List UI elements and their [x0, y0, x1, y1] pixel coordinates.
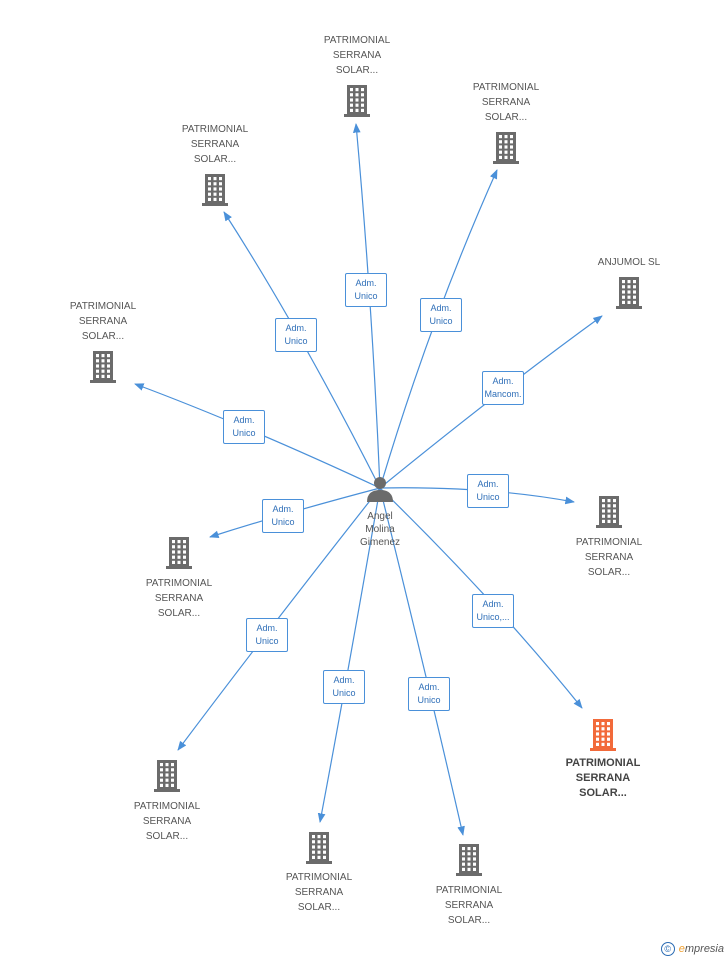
role-line: Unico: [332, 688, 356, 698]
company-name-line: PATRIMONIAL: [575, 537, 643, 548]
edge-10: [379, 487, 465, 836]
company-name-label[interactable]: PATRIMONIAL SERRANA SOLAR...: [102, 799, 232, 844]
company-name-line: SOLAR...: [447, 915, 491, 926]
copyright-icon: ©: [660, 942, 675, 956]
company-name-label[interactable]: PATRIMONIAL SERRANA SOLAR...: [292, 33, 422, 78]
company-name-line: PATRIMONIAL: [69, 301, 137, 312]
role-line: Adm.: [430, 303, 452, 313]
person-icon[interactable]: [367, 477, 393, 502]
company-name-line: PATRIMONIAL: [472, 82, 540, 93]
company-name-label[interactable]: ANJUMOL SL: [564, 255, 694, 270]
role-line: Unico: [255, 636, 279, 646]
role-line: Unico: [429, 316, 453, 326]
role-label[interactable]: Adm. Unico: [467, 474, 509, 508]
company-name-label[interactable]: PATRIMONIAL SERRANA SOLAR...: [544, 535, 674, 580]
company-name-label[interactable]: PATRIMONIAL SERRANA SOLAR...: [150, 122, 280, 167]
company-name-line: PATRIMONIAL: [565, 757, 641, 769]
company-name-line: PATRIMONIAL: [145, 578, 213, 589]
company-name-label[interactable]: PATRIMONIAL SERRANA SOLAR...: [254, 870, 384, 915]
company-name-line: SERRANA: [481, 97, 531, 108]
company-name-label[interactable]: PATRIMONIAL SERRANA SOLAR...: [538, 756, 668, 801]
company-name-line: SERRANA: [584, 552, 634, 563]
building-icon[interactable]: [154, 760, 180, 792]
company-name-line: SOLAR...: [579, 787, 627, 799]
building-icon[interactable]: [616, 277, 642, 309]
company-name-line: SOLAR...: [145, 831, 189, 842]
building-icon[interactable]: [596, 496, 622, 528]
role-line: Adm.: [482, 599, 504, 609]
company-name-line: SOLAR...: [297, 902, 341, 913]
building-icon[interactable]: [344, 85, 370, 117]
company-name-line: SERRANA: [190, 139, 240, 150]
company-name-label[interactable]: PATRIMONIAL SERRANA SOLAR...: [114, 576, 244, 621]
building-icon[interactable]: [306, 832, 332, 864]
company-name-label[interactable]: PATRIMONIAL SERRANA SOLAR...: [404, 883, 534, 928]
role-line: Unico,...: [476, 612, 510, 622]
role-line: Unico: [354, 291, 378, 301]
role-label[interactable]: Adm. Unico: [223, 410, 265, 444]
company-name-line: PATRIMONIAL: [323, 35, 391, 46]
company-name-line: SERRANA: [444, 900, 494, 911]
building-icon[interactable]: [90, 351, 116, 383]
company-name-line: PATRIMONIAL: [181, 124, 249, 135]
role-label[interactable]: Adm. Unico: [323, 670, 365, 704]
role-label[interactable]: Adm. Mancom.: [482, 371, 524, 405]
company-name-line: SOLAR...: [335, 65, 379, 76]
role-label[interactable]: Adm. Unico: [262, 499, 304, 533]
person-name-line: Molina: [365, 524, 395, 535]
role-line: Mancom.: [484, 389, 522, 399]
company-name-line: ANJUMOL SL: [597, 257, 661, 268]
role-label[interactable]: Adm. Unico: [246, 618, 288, 652]
footer-brand: © empresia: [660, 942, 724, 956]
company-name-line: SOLAR...: [157, 608, 201, 619]
company-name-line: SOLAR...: [81, 331, 125, 342]
brand-logo[interactable]: empresia: [678, 943, 724, 955]
company-name-line: SERRANA: [78, 316, 128, 327]
role-line: Adm.: [256, 623, 278, 633]
company-name-line: SOLAR...: [193, 154, 237, 165]
person-name-line: Gimenez: [359, 537, 400, 548]
role-label[interactable]: Adm. Unico,...: [472, 594, 514, 628]
role-line: Adm.: [285, 323, 307, 333]
role-label[interactable]: Adm. Unico: [345, 273, 387, 307]
company-name-line: SERRANA: [332, 50, 382, 61]
role-line: Unico: [417, 695, 441, 705]
building-icon[interactable]: [456, 844, 482, 876]
company-name-line: SOLAR...: [587, 567, 631, 578]
role-line: Adm.: [418, 682, 440, 692]
company-name-line: SOLAR...: [484, 112, 528, 123]
role-label[interactable]: Adm. Unico: [420, 298, 462, 332]
role-label[interactable]: Adm. Unico: [275, 318, 317, 352]
company-name-label[interactable]: PATRIMONIAL SERRANA SOLAR...: [38, 299, 168, 344]
role-line: Unico: [476, 492, 500, 502]
role-line: Adm.: [272, 504, 294, 514]
company-name-line: SERRANA: [294, 887, 344, 898]
role-line: Adm.: [233, 415, 255, 425]
company-name-line: PATRIMONIAL: [133, 801, 201, 812]
role-line: Unico: [271, 517, 295, 527]
company-name-label[interactable]: PATRIMONIAL SERRANA SOLAR...: [441, 80, 571, 125]
building-icon[interactable]: [590, 719, 616, 751]
role-line: Unico: [284, 336, 308, 346]
role-line: Adm.: [355, 278, 377, 288]
building-icon[interactable]: [493, 132, 519, 164]
role-label[interactable]: Adm. Unico: [408, 677, 450, 711]
company-name-line: SERRANA: [142, 816, 192, 827]
person-name-line: Angel: [367, 511, 393, 522]
company-name-line: PATRIMONIAL: [435, 885, 503, 896]
role-line: Adm.: [492, 376, 514, 386]
building-icon[interactable]: [166, 537, 192, 569]
role-line: Adm.: [477, 479, 499, 489]
company-name-line: SERRANA: [575, 772, 631, 784]
company-name-line: PATRIMONIAL: [285, 872, 353, 883]
building-icon[interactable]: [202, 174, 228, 206]
role-line: Adm.: [333, 675, 355, 685]
company-name-line: SERRANA: [154, 593, 204, 604]
role-line: Unico: [232, 428, 256, 438]
